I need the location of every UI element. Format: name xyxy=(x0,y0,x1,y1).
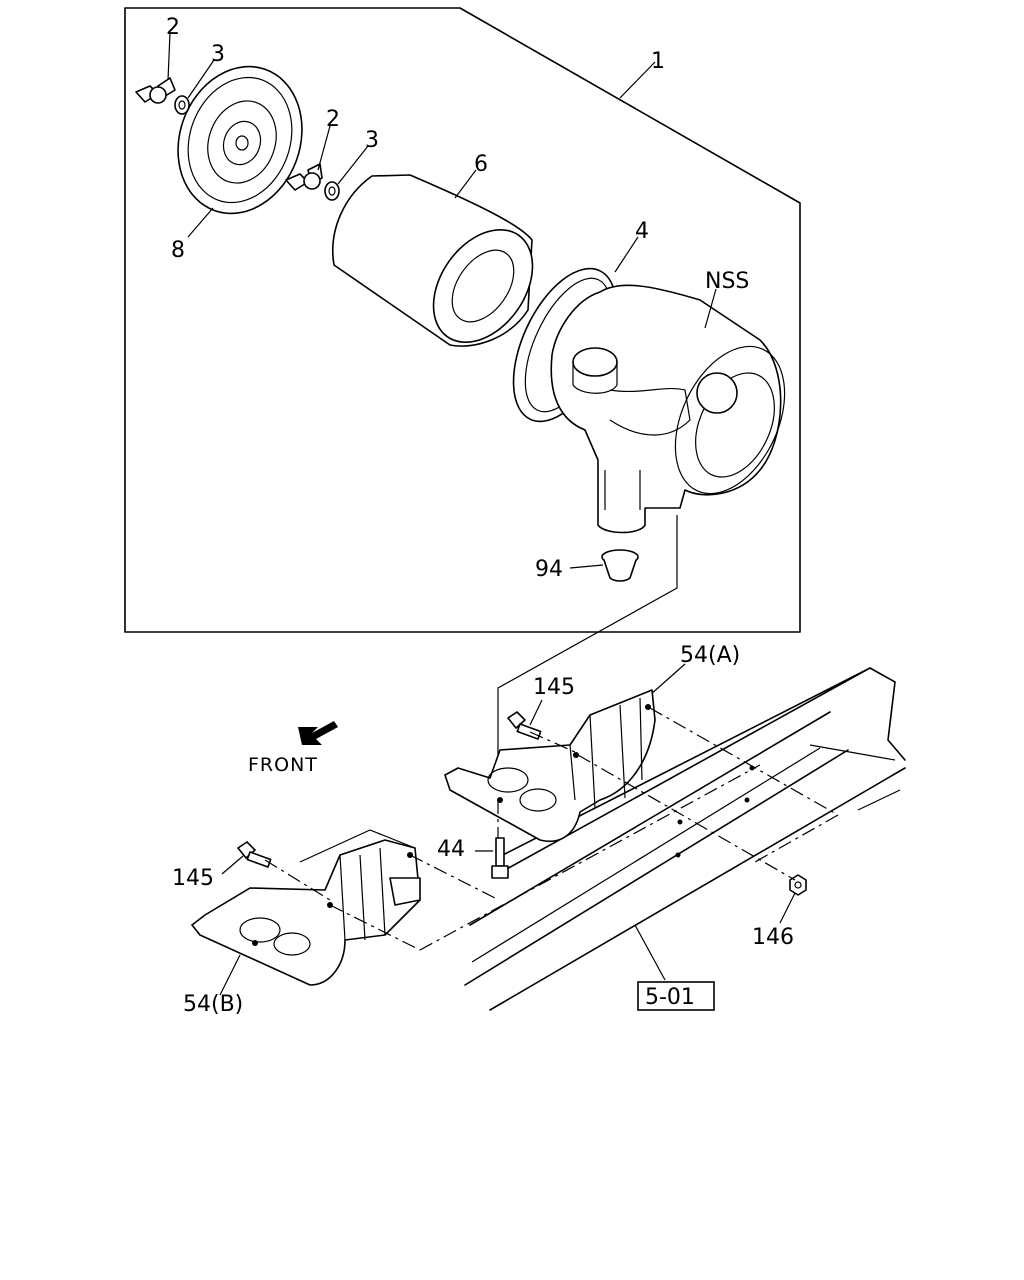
callout-1: 1 xyxy=(651,49,665,74)
front-arrow-icon xyxy=(298,721,338,745)
bracket-b-part xyxy=(191,839,421,986)
callout-4: 4 xyxy=(635,219,649,244)
wing-nut-part xyxy=(135,77,176,104)
callout-3: 3 xyxy=(211,42,225,67)
wing-nut-part xyxy=(285,163,323,191)
centre-lines xyxy=(264,707,839,951)
callout-146: 146 xyxy=(752,925,794,950)
callout-54a: 54(A) xyxy=(680,643,740,668)
reference-label: 5-01 xyxy=(645,985,695,1010)
callout-3: 3 xyxy=(365,128,379,153)
bolt-part xyxy=(507,711,542,740)
callout-8: 8 xyxy=(171,238,185,263)
front-label: FRONT xyxy=(248,754,318,776)
callout-2: 2 xyxy=(166,15,180,40)
washer-part xyxy=(174,95,190,115)
callout-nss: NSS xyxy=(705,269,749,294)
callout-2: 2 xyxy=(326,107,340,132)
filter-element-part xyxy=(332,174,534,347)
callout-94: 94 xyxy=(535,557,563,582)
reference-box xyxy=(637,981,715,1011)
air-cleaner-housing-part xyxy=(550,284,786,534)
assembly-outline xyxy=(124,7,801,633)
callout-44: 44 xyxy=(437,837,465,862)
callout-6: 6 xyxy=(474,152,488,177)
bolt-part xyxy=(491,837,509,879)
callout-54b: 54(B) xyxy=(183,992,243,1017)
callout-145: 145 xyxy=(533,675,575,700)
frame-rail-part xyxy=(464,667,906,1011)
end-cover-part xyxy=(177,65,303,215)
callout-145: 145 xyxy=(172,866,214,891)
dust-valve-part xyxy=(601,549,639,582)
leader-lines xyxy=(167,32,796,996)
mount-guide-line xyxy=(497,515,678,800)
bracket-a-part xyxy=(444,689,656,842)
washer-part xyxy=(324,181,340,201)
bracket-guide-line xyxy=(299,829,416,863)
bolt-part xyxy=(237,841,272,868)
